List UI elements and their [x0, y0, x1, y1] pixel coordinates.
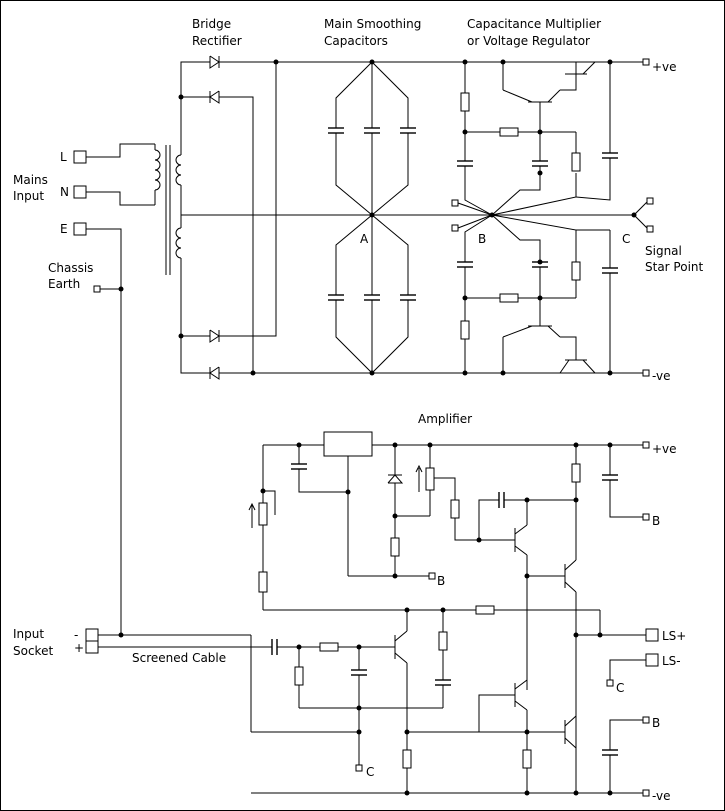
reg-upper-resistor-1: [460, 92, 470, 112]
transformer-secondary-lower: [175, 227, 182, 259]
terminal-E[interactable]: [73, 222, 87, 236]
input-socket-plus[interactable]: [85, 640, 99, 654]
psu-negative-label: -ve: [652, 369, 671, 383]
amp-driver-transistor-1: [503, 524, 528, 556]
amp-input-emitter-resistor: [402, 749, 412, 769]
diode-d4: [209, 366, 220, 380]
wire-chassis-earth: [86, 228, 122, 635]
diode-d2: [209, 90, 220, 104]
node-B-label: B: [478, 232, 486, 246]
amp-feedback-resistor-1: [258, 571, 268, 593]
amp-feedback-resistor-3: [438, 631, 448, 651]
diode-d1: [209, 55, 220, 69]
power-supply-section: L N E Mains Input Chassis Earth: [13, 17, 704, 635]
bridge-rectifier-label: Bridge Rectifier: [192, 17, 242, 48]
amp-node-C2-terminal: [606, 679, 614, 687]
reg-upper-transistor-1: [502, 62, 561, 108]
reg-lower-transistor-1: [502, 325, 561, 373]
amp-resistor-zener: [390, 537, 400, 557]
amp-output-transistor-lower: [564, 715, 577, 749]
amplifier-section: Amplifier +ve -ve B: [13, 412, 686, 803]
input-socket-label: Input Socket: [13, 627, 53, 658]
amp-positive-terminal[interactable]: [642, 441, 650, 449]
amp-preset-pot-2: [258, 502, 268, 526]
amp-driver-resistor: [522, 749, 532, 769]
chassis-earth-terminal[interactable]: [93, 285, 101, 293]
mains-input-label: Mains Input: [13, 173, 52, 203]
wire-neutral: [86, 191, 155, 206]
amp-node-B2-terminal: [642, 513, 650, 521]
amp-preset-pot-1: [425, 467, 435, 491]
reg-upper-resistor-3: [571, 152, 581, 172]
ls-negative-terminal[interactable]: [645, 653, 659, 667]
terminal-N-label: N: [60, 185, 69, 199]
signal-star-point-label: Signal Star Point: [645, 244, 704, 274]
transformer-secondary-upper: [175, 154, 182, 186]
amp-regulator-ic: [323, 431, 373, 457]
amp-node-C2-label: C: [616, 681, 624, 695]
ls-positive-terminal[interactable]: [645, 628, 659, 642]
smoothing-capacitors-label: Main Smoothing Capacitors: [324, 17, 425, 48]
amp-node-B1-label: B: [437, 574, 445, 588]
chassis-earth-label: Chassis Earth: [48, 261, 97, 291]
amp-input-resistor: [319, 642, 339, 652]
amp-node-B1-terminal: [428, 572, 436, 580]
reg-lower-resistor-1: [460, 320, 470, 340]
input-minus-label: -: [74, 628, 78, 642]
amplifier-label: Amplifier: [418, 412, 472, 426]
input-plus-label: +: [74, 641, 84, 655]
amp-resistor-bias: [450, 499, 460, 519]
amp-negative-label: -ve: [652, 789, 671, 803]
smoothing-cap-upper: [328, 127, 416, 134]
amp-zener-diode: [387, 474, 404, 484]
screened-cable-label: Screened Cable: [132, 651, 226, 665]
amp-node-C1-terminal: [355, 764, 363, 772]
reg-lower-transistor-2: [559, 352, 596, 374]
diode-d3: [209, 329, 220, 343]
wire-live: [86, 143, 155, 158]
node-A-label: A: [360, 232, 369, 246]
amp-negative-terminal[interactable]: [642, 789, 650, 797]
reg-lower-resistor-2: [499, 293, 519, 303]
amp-positive-label: +ve: [652, 442, 677, 456]
psu-positive-terminal[interactable]: [642, 58, 650, 66]
terminal-N[interactable]: [73, 185, 87, 199]
amp-resistor-output-upper: [571, 463, 581, 483]
reg-upper-transistor-2: [560, 61, 596, 75]
amp-input-transistor: [394, 630, 408, 664]
terminal-L[interactable]: [73, 150, 87, 164]
node-C-label: C: [622, 232, 630, 246]
amp-feedback-resistor-2: [475, 605, 495, 615]
amp-node-B2-label: B: [652, 514, 660, 528]
ls-negative-label: LS-: [662, 654, 681, 668]
input-socket-minus[interactable]: [85, 628, 99, 642]
regulator-label: Capacitance Multiplier or Voltage Regula…: [467, 17, 605, 48]
amp-input-bias-resistor: [294, 666, 304, 686]
reg-upper-resistor-2: [499, 127, 519, 137]
amp-driver-transistor-2: [514, 679, 528, 711]
terminal-E-label: E: [60, 222, 68, 236]
amp-node-B3-label: B: [652, 716, 660, 730]
smoothing-cap-lower: [328, 294, 416, 301]
terminal-L-label: L: [60, 150, 67, 164]
amp-node-C1-label: C: [366, 765, 374, 779]
psu-positive-label: +ve: [652, 60, 677, 74]
transformer-primary-coil: [154, 149, 161, 191]
psu-negative-terminal[interactable]: [642, 369, 650, 377]
amp-node-B3-terminal: [642, 716, 650, 724]
reg-lower-resistor-3: [571, 261, 581, 281]
ls-positive-label: LS+: [662, 629, 686, 643]
amp-output-transistor-upper: [564, 559, 577, 593]
